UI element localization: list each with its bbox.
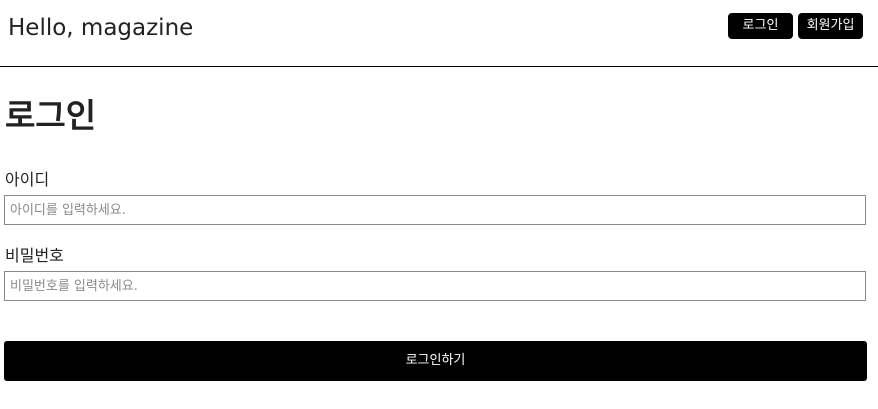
password-input[interactable] xyxy=(4,271,866,301)
password-label: 비밀번호 xyxy=(5,246,64,265)
page-title: 로그인 xyxy=(5,96,97,135)
brand-title[interactable]: Hello, magazine xyxy=(8,15,194,41)
header-login-button[interactable]: 로그인 xyxy=(728,13,793,39)
id-label: 아이디 xyxy=(5,170,50,189)
header-signup-button[interactable]: 회원가입 xyxy=(798,13,863,39)
id-input[interactable] xyxy=(4,195,866,225)
login-submit-button[interactable]: 로그인하기 xyxy=(4,341,867,381)
top-header: Hello, magazine 로그인 회원가입 xyxy=(0,0,878,67)
